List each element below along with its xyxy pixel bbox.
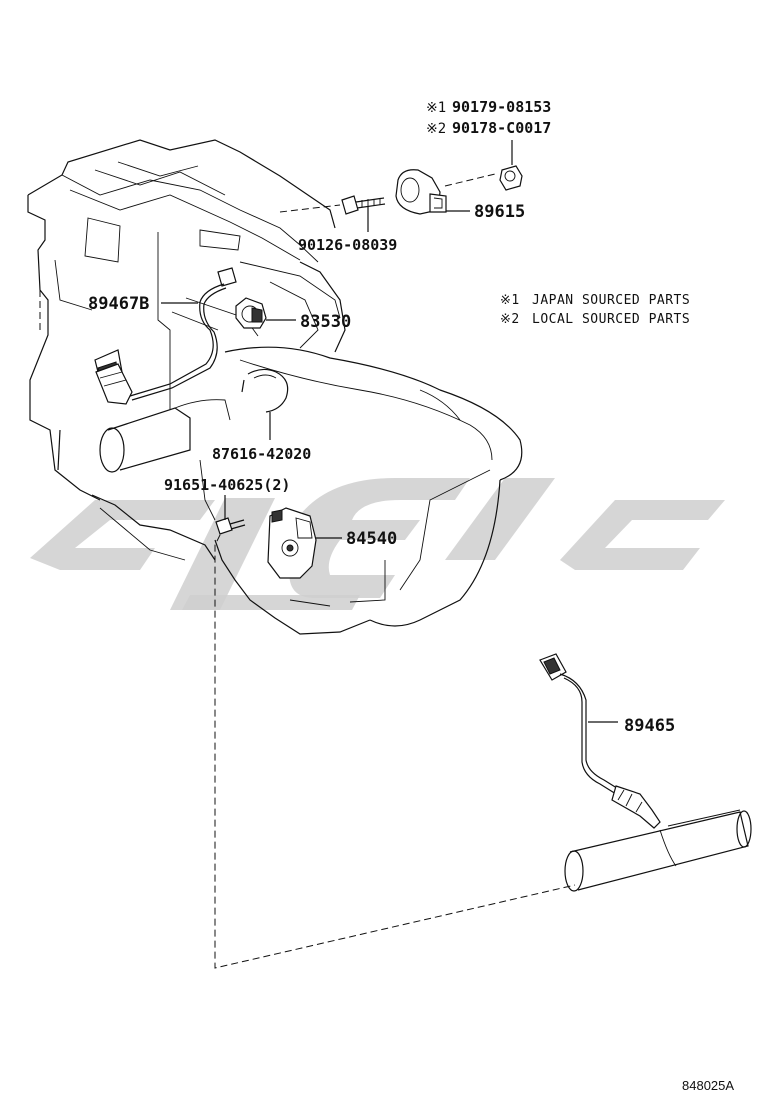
watermark-logo [30,478,725,610]
neutral-start-switch [267,507,317,579]
knock-sensor-label: 89615 [474,202,525,222]
note-2-mark: ※2 [500,312,520,327]
bolt-label: 91651-40625(2) [164,476,290,494]
exhaust-pipe [564,809,752,892]
nut-local-mark: ※2 [426,121,446,137]
note-2-text: LOCAL SOURCED PARTS [532,312,690,327]
note-1-text: JAPAN SOURCED PARTS [532,293,690,308]
nut-japan-part-number: 90179-08153 [452,98,551,116]
callout-labels: ※1 90179-08153 ※2 90178-C0017 89615 9012… [88,98,675,736]
bolt [215,517,246,535]
oxygen-sensor-lower [539,653,661,829]
oil-pressure-switch [235,297,267,329]
neutral-start-switch-label: 84540 [346,529,397,549]
nut [499,165,523,191]
oxygen-sensor-upper-label: 89467B [88,294,149,314]
oil-pressure-switch-label: 83530 [300,312,351,332]
reference-lines [39,173,576,969]
clamp [241,368,289,413]
oxygen-sensor-upper [95,267,237,405]
stud-bolt-label: 90126-08039 [298,236,397,254]
oxygen-sensor-lower-label: 89465 [624,716,675,736]
leader-lines [161,140,618,723]
knock-sensor [395,169,447,215]
stud-bolt [341,195,386,215]
clamp-label: 87616-42020 [212,445,311,463]
sourcing-notes: ※1 JAPAN SOURCED PARTS ※2 LOCAL SOURCED … [500,293,690,327]
note-1-mark: ※1 [500,293,520,308]
nut-local-part-number: 90178-C0017 [452,119,551,137]
nut-japan-mark: ※1 [426,100,446,116]
figure-id: 848025A [682,1078,734,1093]
